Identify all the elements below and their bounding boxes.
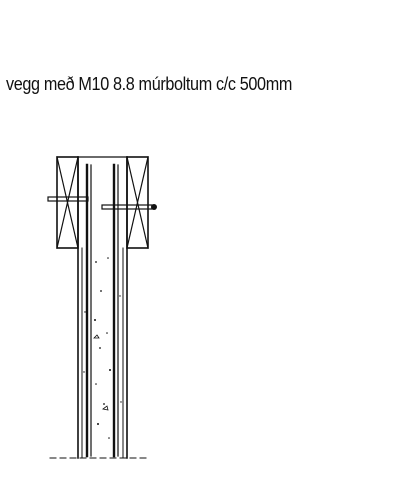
right-timber-block	[126, 156, 149, 249]
rebar-right	[112, 163, 119, 458]
left-timber-block	[56, 156, 79, 249]
detail-caption: vegg með M10 8.8 múrboltum c/c 500mm	[6, 74, 292, 94]
rebar-left	[85, 163, 92, 458]
anchor-bolt-left	[47, 196, 89, 202]
wall-inner-lines	[81, 247, 124, 459]
concrete-hatch	[83, 257, 122, 439]
anchor-bolt-right	[101, 204, 157, 210]
